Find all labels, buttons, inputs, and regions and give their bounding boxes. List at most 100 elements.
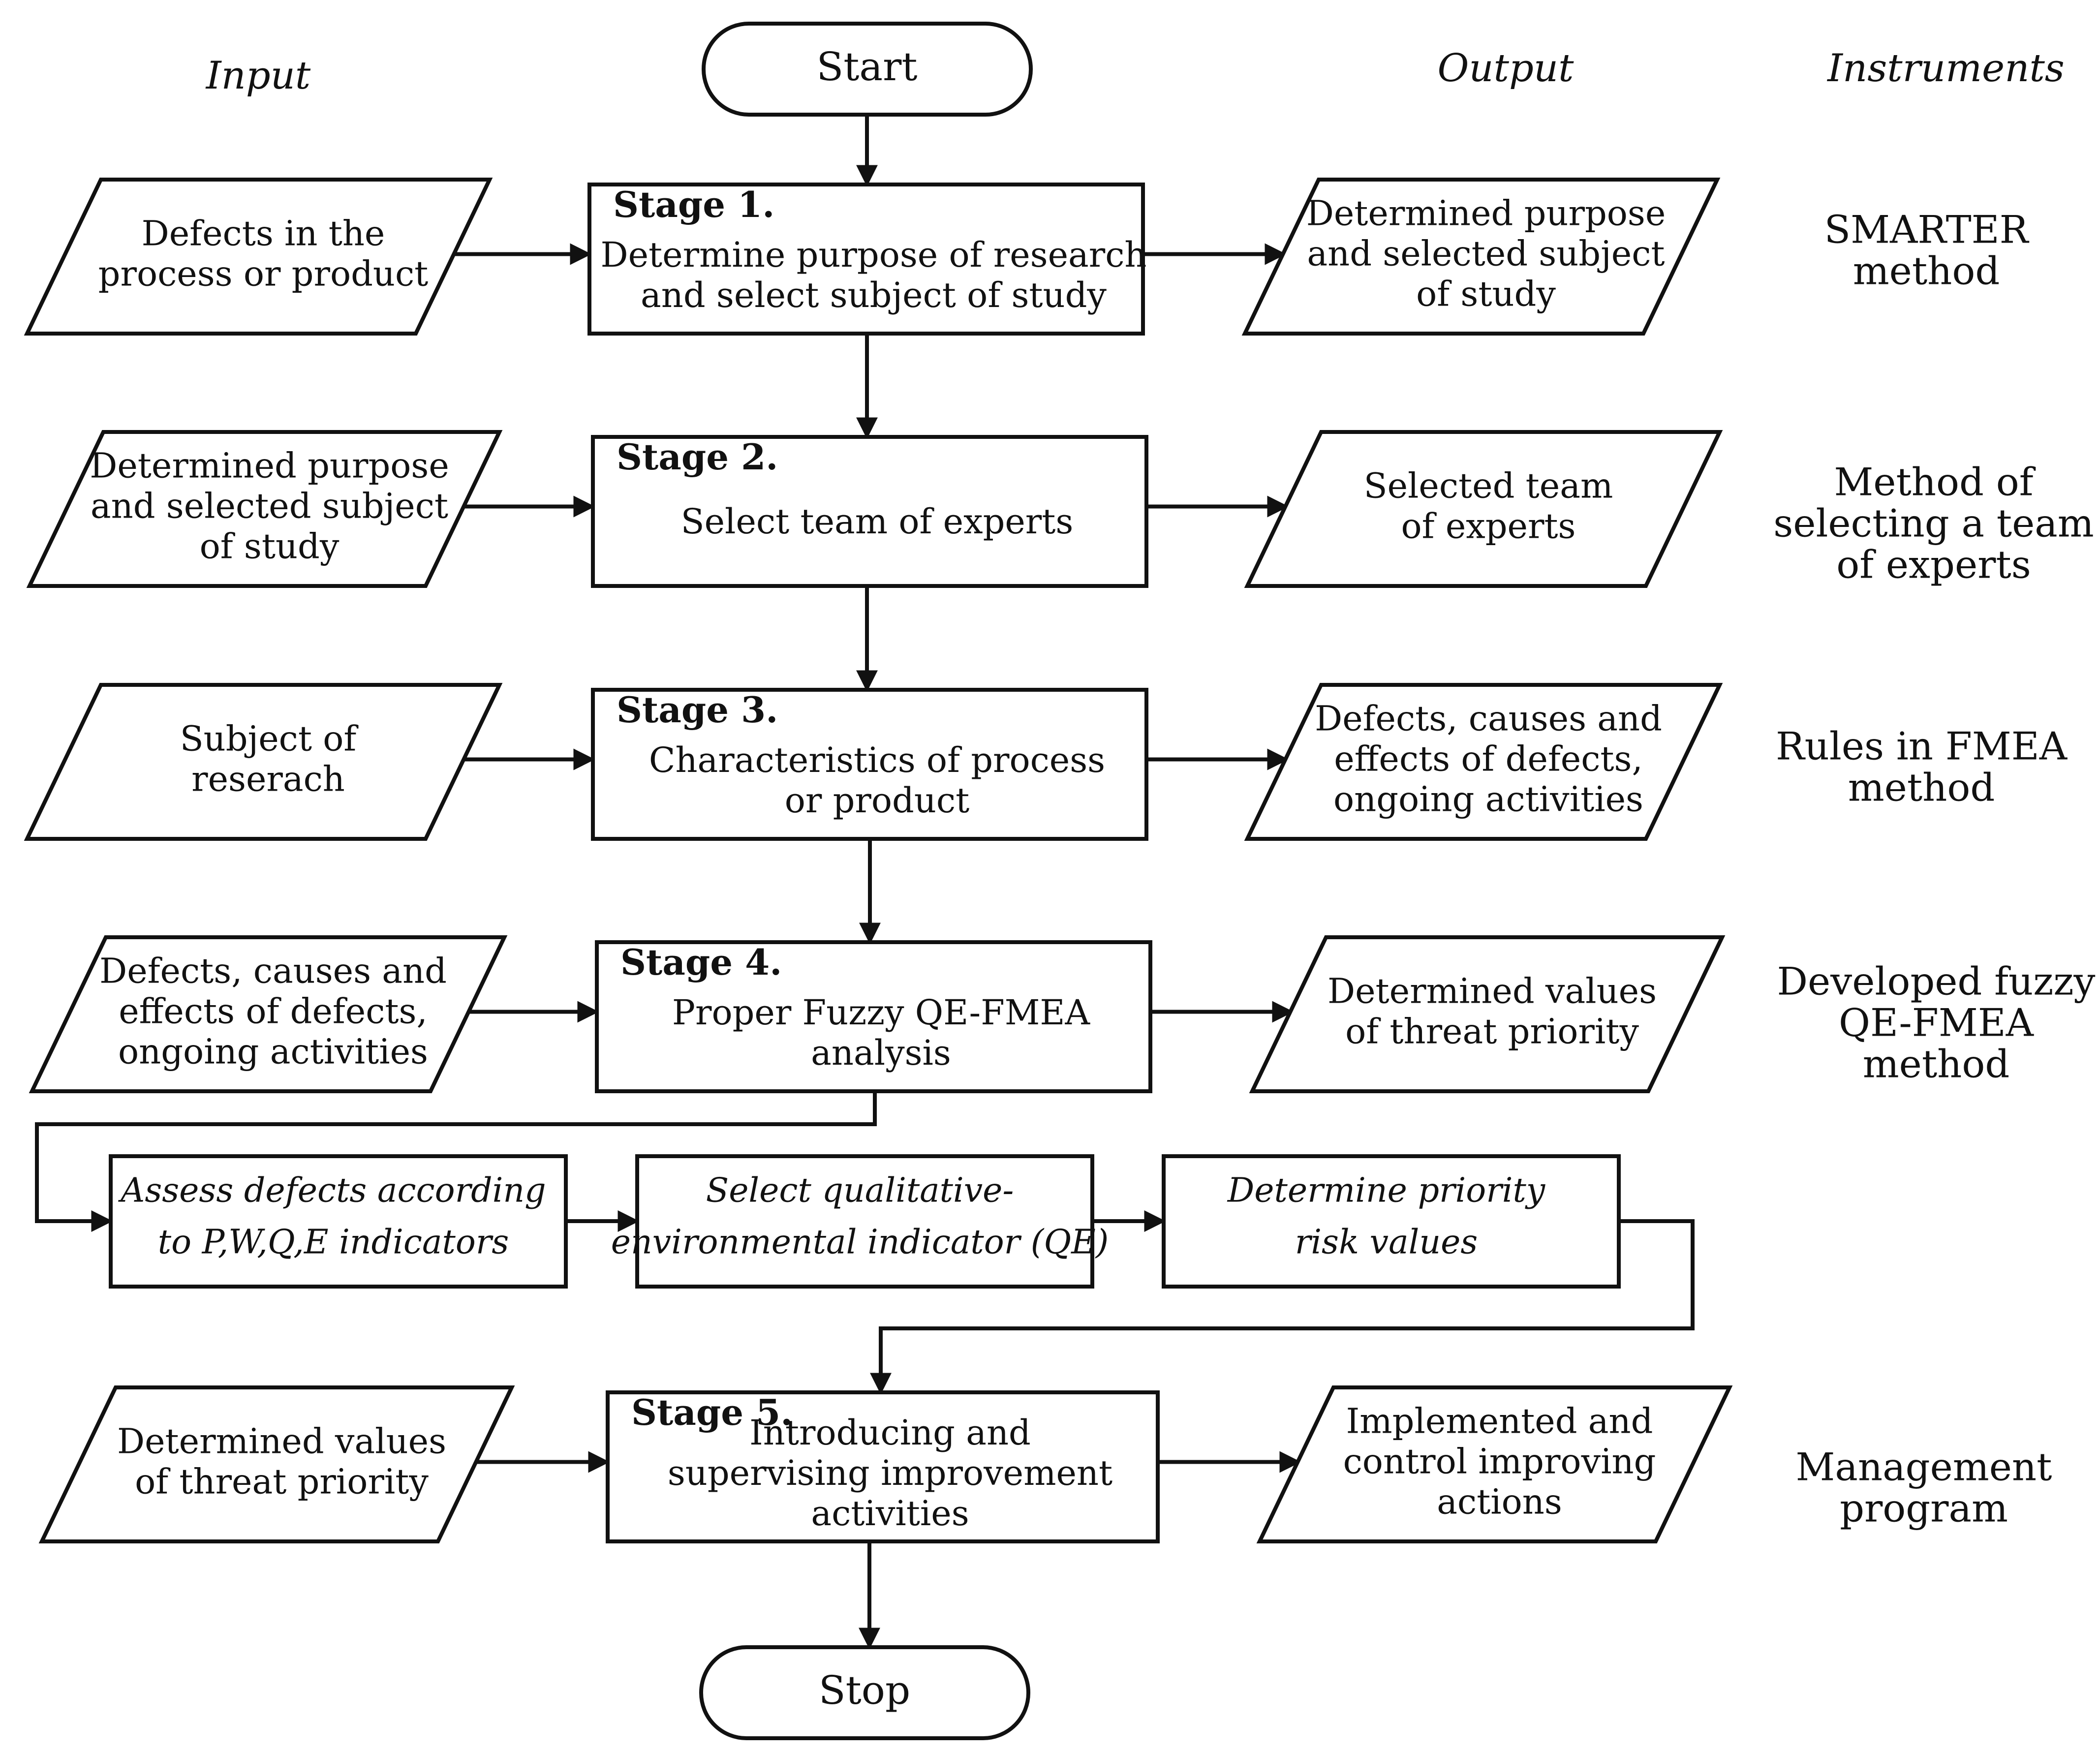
instrument-text-line: QE-FMEA (1839, 1001, 2035, 1045)
input-text-line: Defects, causes and (99, 951, 447, 991)
instrument-text-line: SMARTER (1824, 208, 2030, 252)
output-text-line: of threat priority (1345, 1012, 1639, 1052)
stage-label: Stage 4. (620, 941, 782, 983)
output-shape (1241, 178, 1721, 336)
stage-box: Stage 1.Determine purpose of researchand… (587, 183, 1147, 336)
output-text-line: actions (1437, 1482, 1562, 1522)
input-text-line: of study (200, 526, 340, 567)
output-text-line: Selected team (1364, 466, 1613, 506)
instrument-text-line: method (1848, 766, 1995, 810)
stage-body-line: or product (785, 780, 970, 821)
stage-box: Stage 2. Select team of experts (591, 435, 1148, 588)
stage-body-line: activities (811, 1493, 969, 1534)
output-text-line: of study (1416, 274, 1556, 314)
stage-body-line: and select subject of study (641, 275, 1107, 315)
input-text-line: Subject of (180, 719, 359, 759)
input-shape (29, 935, 508, 1093)
stage-rect (595, 940, 1152, 1093)
instrument-text-line: Developed fuzzy (1777, 960, 2095, 1004)
input-text-line: Determined purpose (90, 446, 449, 486)
output-text-line: Defects, causes and (1315, 699, 1662, 739)
output-text-line: and selected subject (1307, 234, 1665, 274)
header-instruments: Instruments (1826, 46, 2065, 91)
instrument-text-line: method (1863, 1043, 2010, 1087)
instrument-text-line: Management (1796, 1445, 2052, 1490)
substep-rect (635, 1154, 1094, 1289)
stage-body-line: analysis (811, 1033, 951, 1073)
output-text-line: Determined purpose (1306, 193, 1666, 234)
substep-text-line: Determine priority (1227, 1171, 1546, 1210)
header-input: Input (205, 54, 311, 98)
stop-label: Stop (819, 1667, 910, 1713)
output-text-line: control improving (1343, 1442, 1656, 1482)
input-text-line: of threat priority (135, 1462, 429, 1502)
stage-label: Stage 3. (617, 689, 778, 731)
stage-rect (591, 435, 1148, 588)
substep-text-line: environmental indicator (QE) (611, 1223, 1109, 1262)
instrument-text-line: Rules in FMEA (1776, 725, 2068, 769)
stop-terminal: Stop (699, 1645, 1030, 1740)
stage-body-line: Determine purpose of research (600, 235, 1146, 275)
substep-text-line: risk values (1295, 1223, 1478, 1262)
stage-rect (591, 688, 1148, 841)
output-shape (1244, 430, 1723, 588)
stage-rect (587, 183, 1145, 336)
start-terminal: Start (702, 22, 1033, 117)
input-text-line: effects of defects, (119, 991, 427, 1032)
output-text-line: of experts (1401, 506, 1576, 547)
input-text-line: process or product (98, 254, 429, 294)
flow-arrow (35, 1091, 877, 1232)
input-text-line: reserach (191, 759, 345, 799)
connectors (35, 115, 1695, 1650)
stage-body-line: supervising improvement (668, 1453, 1112, 1493)
header-output: Output (1437, 46, 1574, 91)
instrument-text-line: Method of (1834, 461, 2036, 505)
input-shape (24, 683, 503, 841)
substep-box: Determine priority risk values (1162, 1154, 1621, 1289)
output-text-line: effects of defects, (1334, 739, 1642, 779)
substep-text-line: Select qualitative- (706, 1171, 1014, 1210)
instrument-text-line: method (1853, 249, 2000, 294)
input-shape (24, 178, 493, 336)
stage-label: Stage 5. (631, 1391, 793, 1433)
instrument-text-line: of experts (1836, 543, 2031, 587)
input-shape (38, 1385, 515, 1543)
substep-text-line: to P,W,Q,E indicators (158, 1223, 509, 1262)
stage-rect (606, 1390, 1160, 1543)
input-text-line: and selected subject (91, 486, 448, 526)
input-shape (26, 430, 503, 588)
substep-rect (109, 1154, 568, 1289)
stage-body-line: Characteristics of process (649, 740, 1105, 780)
stage-body-line: Select team of experts (681, 501, 1074, 542)
output-text-line: Determined values (1328, 971, 1657, 1012)
flow-arrow (870, 1219, 1695, 1395)
stage-body-line: Introducing and (749, 1413, 1031, 1453)
output-shape (1249, 935, 1726, 1093)
input-text-line: Determined values (117, 1421, 446, 1462)
output-shape (1244, 683, 1723, 841)
substep-text-line: Assess defects according (118, 1171, 546, 1210)
output-text-line: ongoing activities (1333, 779, 1643, 820)
stage-label: Stage 2. (617, 436, 778, 478)
